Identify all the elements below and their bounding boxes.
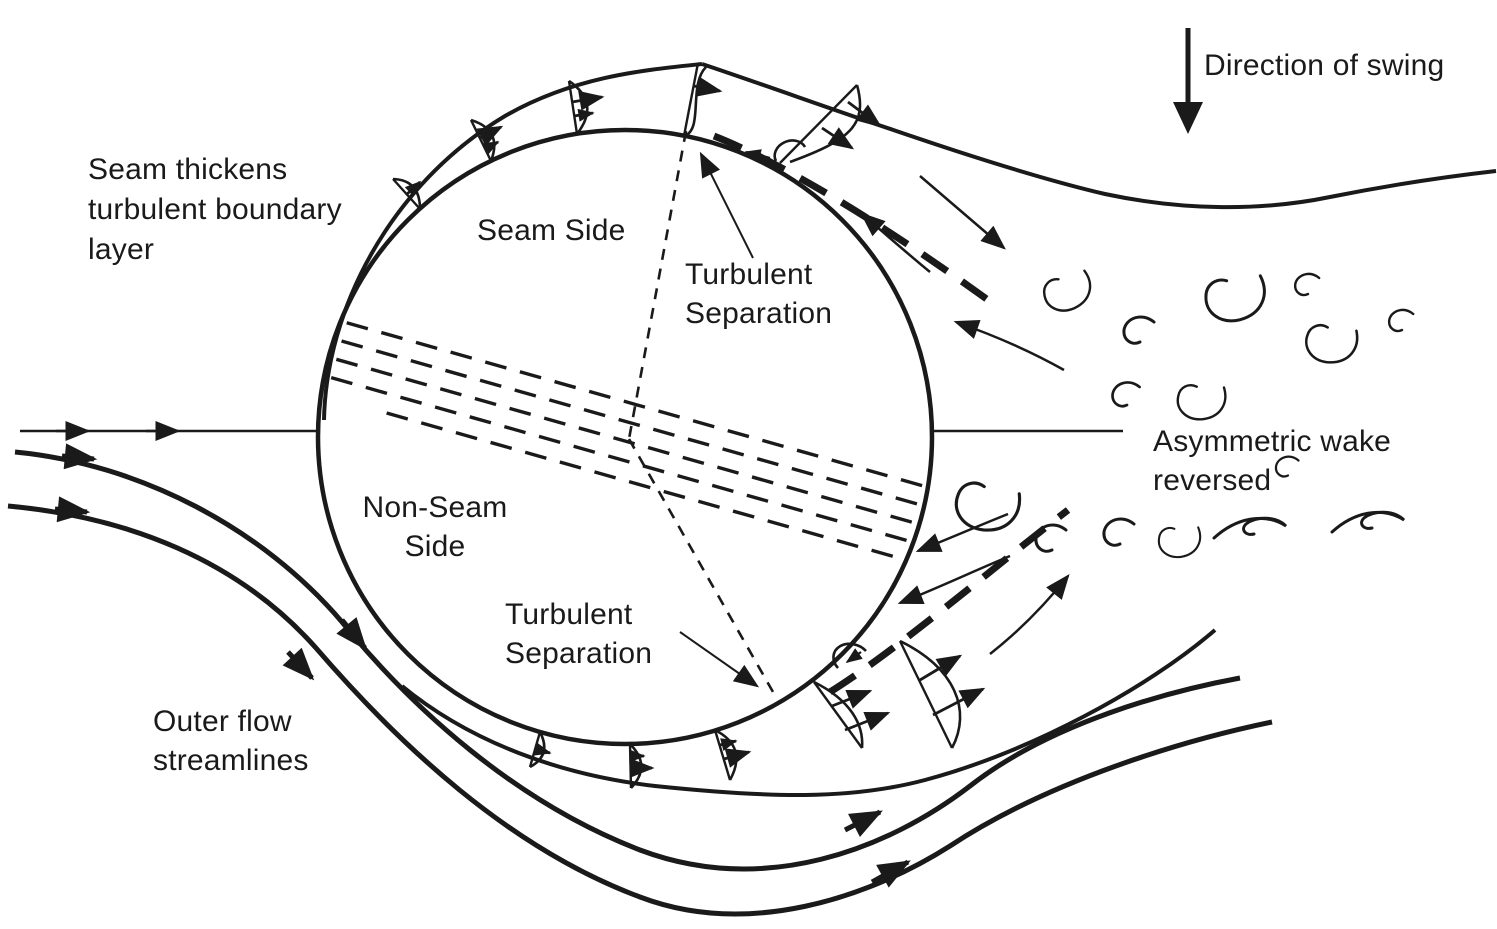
vortex-swirl-icon <box>1293 272 1321 297</box>
vortex-swirl-icon <box>1204 274 1266 323</box>
reversed-flow-arrow-icon <box>860 212 931 273</box>
velocity-profile-icon <box>528 731 552 769</box>
wake-arrows-upper <box>860 175 1065 372</box>
dashed-seam-icon <box>386 411 904 561</box>
right-arrow-icon <box>54 496 91 523</box>
vortex-swirl-icon <box>1102 517 1136 547</box>
velocity-profile-icon <box>898 639 986 749</box>
vortex-swirl-icon <box>1122 315 1156 345</box>
down-arrow-icon <box>1173 102 1203 134</box>
vortex-swirl-icon <box>1176 384 1227 421</box>
dashed-seam-icon <box>335 357 915 525</box>
right-arrow-icon <box>61 443 98 470</box>
pointer-arrow-icon <box>699 151 754 259</box>
boundary-layer-bottom-edge <box>400 628 1217 798</box>
seam-dashed-lines <box>330 321 925 561</box>
downstream-arrow-icon <box>989 574 1070 655</box>
velocity-profile-icon <box>469 118 504 162</box>
vortex-swirl-icon <box>1274 455 1300 478</box>
vortex-swirl-icon <box>1387 308 1415 333</box>
label-outer-flow-streamlines: Outer flow streamlines <box>153 705 309 777</box>
dashed-seam-icon <box>346 321 925 488</box>
label-non-seam-side: Non-Seam Side <box>362 491 508 563</box>
velocity-profile-icon <box>628 743 655 789</box>
velocity-profile-icon <box>713 728 752 781</box>
outer-streamlines <box>7 443 1273 917</box>
vortex-swirl-icon <box>1042 269 1092 312</box>
right-arrow-icon <box>282 647 315 681</box>
vortex-swirl-icon <box>1305 324 1359 364</box>
label-direction-of-swing: Direction of swing <box>1204 49 1445 82</box>
wake-arrows-lower <box>897 512 1070 655</box>
wake-top-edge <box>701 62 1497 210</box>
label-turbulent-separation-top: Turbulent Separation <box>685 258 833 330</box>
velocity-profile-icon <box>682 62 723 138</box>
downstream-arrow-icon <box>919 175 1006 250</box>
velocity-profile-icon <box>779 84 882 164</box>
wake-swirls-upper <box>1042 269 1415 421</box>
label-turbulent-separation-bottom: Turbulent Separation <box>505 598 653 670</box>
reversed-flow-arrow-icon <box>897 554 1011 605</box>
vortex-swirl-icon <box>1111 381 1141 408</box>
vortex-swirl-icon <box>1034 523 1068 553</box>
recirculation-bubble-icon <box>832 642 867 669</box>
velocity-profile-icon <box>392 177 422 210</box>
velocity-profile-icon <box>567 79 605 135</box>
right-arrow-icon <box>870 859 911 888</box>
reversed-flow-arrow-icon <box>953 319 1065 372</box>
label-seam-side: Seam Side <box>477 214 626 247</box>
right-arrow-icon <box>336 617 368 651</box>
label-asymmetric-wake: Asymmetric wake reversed <box>1153 425 1392 497</box>
vortex-swirl-icon <box>1330 510 1406 534</box>
cricket-ball-circle <box>315 127 935 747</box>
label-seam-thickens: Seam thickens turbulent boundary layer <box>88 153 342 266</box>
velocity-profiles-bottom <box>528 639 986 789</box>
wake-swirls-lower <box>954 455 1406 559</box>
shear-layer-dashed-top <box>712 132 991 303</box>
separation-radius-dashed <box>627 130 779 700</box>
dashed-seam-icon <box>330 375 909 543</box>
direction-of-swing-arrow <box>1173 28 1203 134</box>
right-arrow-icon <box>843 809 883 837</box>
dashed-seam-icon <box>341 339 920 507</box>
reversed-flow-arrow-icon <box>915 512 1009 553</box>
velocity-profile-icon <box>813 680 891 749</box>
velocity-profiles-top <box>392 62 882 210</box>
vortex-swirl-icon <box>1212 516 1288 540</box>
recirculation-bubble-icon <box>744 139 807 162</box>
label-pointer-arrows <box>679 151 760 688</box>
vortex-swirl-icon <box>1157 526 1202 559</box>
pointer-arrow-icon <box>679 631 760 688</box>
vortex-swirl-icon <box>954 481 1022 532</box>
